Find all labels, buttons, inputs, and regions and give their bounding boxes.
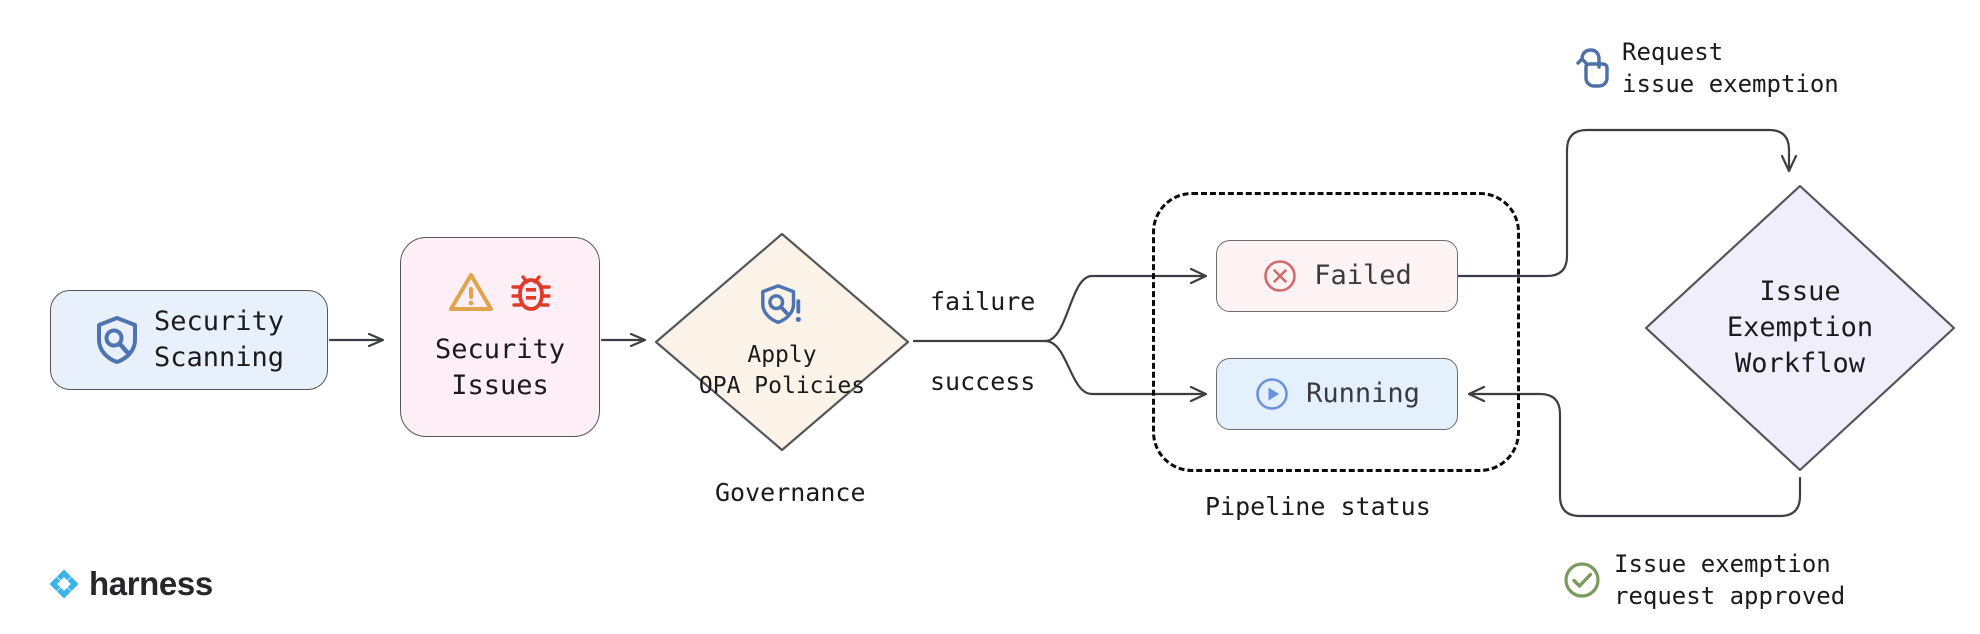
click-hand-icon	[1572, 46, 1610, 90]
circle-x-icon	[1262, 258, 1298, 294]
annotation-issue-exemption-approved: Issue exemption request approved	[1562, 548, 1845, 613]
harness-logo: harness	[48, 565, 213, 603]
edge-label-success: success	[930, 367, 1036, 396]
node-status-running[interactable]: Running	[1216, 358, 1458, 430]
harness-logo-icon	[48, 568, 80, 600]
node-security-scanning[interactable]: Security Scanning	[50, 290, 328, 390]
shield-search-alert-icon	[758, 282, 806, 330]
harness-logo-text: harness	[89, 565, 213, 602]
node-status-running-label: Running	[1306, 377, 1420, 409]
node-security-scanning-label: Security Scanning	[153, 305, 285, 373]
caption-governance: Governance	[715, 478, 866, 507]
group-pipeline-status	[1152, 192, 1520, 472]
node-security-issues-label: Security Issues	[434, 333, 566, 401]
caption-pipeline-status: Pipeline status	[1205, 492, 1431, 521]
annotation-approved-text: Issue exemption request approved	[1614, 550, 1846, 611]
annotation-request-issue-exemption: Request issue exemption	[1572, 36, 1839, 101]
node-status-failed-label: Failed	[1314, 259, 1412, 291]
warning-triangle-icon	[448, 271, 494, 313]
node-apply-opa-policies-label: Apply OPA Policies	[698, 342, 866, 399]
diamond-shape-opa	[654, 232, 910, 452]
bug-icon	[510, 270, 552, 314]
security-issues-icon-row	[448, 270, 552, 314]
annotation-request-text: Request issue exemption	[1622, 38, 1839, 99]
diamond-shape-issue-exemption	[1644, 184, 1956, 472]
node-issue-exemption-workflow-label: Issue Exemption Workflow	[1726, 275, 1874, 380]
node-security-issues[interactable]: Security Issues	[400, 237, 600, 437]
node-apply-opa-policies[interactable]: Apply OPA Policies	[650, 228, 914, 456]
shield-search-icon	[94, 315, 140, 365]
node-issue-exemption-workflow[interactable]: Issue Exemption Workflow	[1640, 180, 1960, 476]
circle-play-icon	[1254, 376, 1290, 412]
circle-check-icon	[1562, 560, 1602, 600]
node-status-failed[interactable]: Failed	[1216, 240, 1458, 312]
edge-label-failure: failure	[930, 287, 1036, 316]
